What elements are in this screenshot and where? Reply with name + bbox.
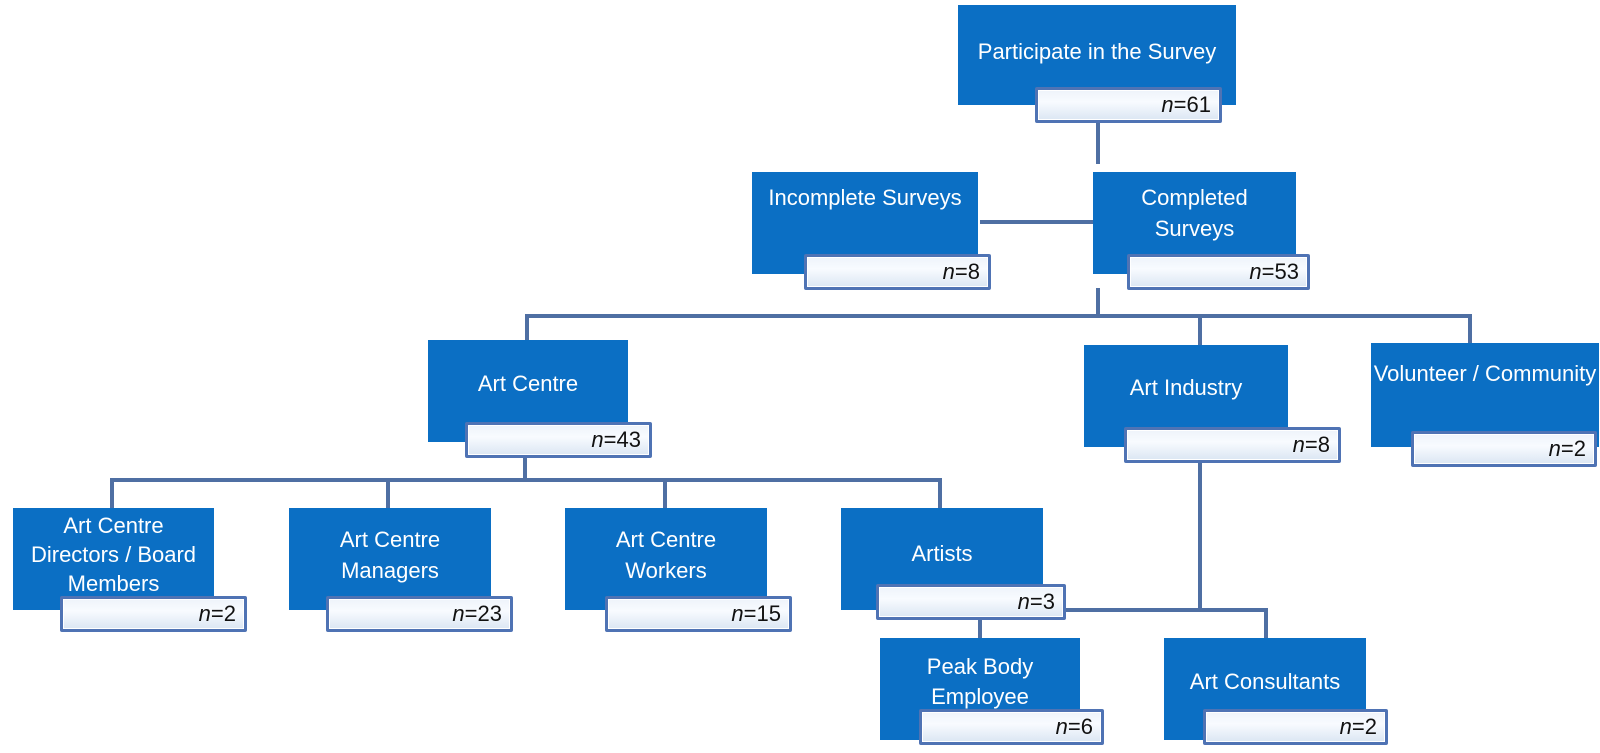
count-box: n=15 xyxy=(605,596,792,632)
count-box: n=2 xyxy=(1203,709,1388,745)
count-value: =8 xyxy=(1304,432,1330,457)
count-box: n=23 xyxy=(326,596,513,632)
node-participate-survey: Participate in the Survey n=61 xyxy=(958,5,1238,123)
node-artists: Artists n=3 xyxy=(841,508,1071,620)
node-volunteer-community: Volunteer / Community n=2 xyxy=(1371,343,1600,469)
node-art-consultants: Art Consultants n=2 xyxy=(1164,638,1390,750)
node-box: Volunteer / Community xyxy=(1371,343,1599,447)
count-value: =2 xyxy=(1560,436,1586,461)
node-label: Art Industry xyxy=(1129,375,1243,400)
node-label: Peak Body Employee xyxy=(926,654,1034,709)
node-incomplete-surveys: Incomplete Surveys n=8 xyxy=(752,172,992,292)
count-box: n=3 xyxy=(876,584,1066,620)
count-box: n=53 xyxy=(1127,254,1310,290)
node-label: Volunteer / Community xyxy=(1373,361,1597,386)
node-art-industry: Art Industry n=8 xyxy=(1084,345,1342,465)
count-box: n=43 xyxy=(465,422,652,458)
node-box: Art Centre Workers xyxy=(565,508,767,610)
count-value: =61 xyxy=(1173,92,1211,117)
node-completed-surveys: Completed Surveys n=53 xyxy=(1093,172,1311,292)
count-value: =3 xyxy=(1029,589,1055,614)
node-directors-board: Art Centre Directors / Board Members n=2 xyxy=(13,508,249,634)
count-prefix: n xyxy=(731,601,744,626)
count-value: =15 xyxy=(743,601,781,626)
node-art-centre-workers: Art Centre Workers n=15 xyxy=(565,508,795,634)
count-value: =8 xyxy=(954,259,980,284)
node-label: Incomplete Surveys xyxy=(768,185,962,210)
node-peak-body-employee: Peak Body Employee n=6 xyxy=(880,638,1106,750)
count-prefix: n xyxy=(1055,714,1068,739)
count-prefix: n xyxy=(1161,92,1174,117)
count-value: =53 xyxy=(1261,259,1299,284)
count-prefix: n xyxy=(1292,432,1305,457)
count-value: =23 xyxy=(464,601,502,626)
count-prefix: n xyxy=(591,427,604,452)
node-art-centre-managers: Art Centre Managers n=23 xyxy=(289,508,515,634)
count-box: n=2 xyxy=(1411,431,1597,467)
count-prefix: n xyxy=(198,601,211,626)
count-prefix: n xyxy=(1249,259,1262,284)
count-box: n=8 xyxy=(1124,427,1341,463)
node-label: Participate in the Survey xyxy=(977,39,1217,64)
node-box: Art Centre Directors / Board Members xyxy=(13,508,214,610)
count-prefix: n xyxy=(1548,436,1561,461)
node-box: Art Centre Managers xyxy=(289,508,491,610)
node-label: Art Centre Managers xyxy=(339,527,441,583)
node-art-centre: Art Centre n=43 xyxy=(428,340,654,460)
count-prefix: n xyxy=(942,259,955,284)
count-prefix: n xyxy=(452,601,465,626)
count-box: n=8 xyxy=(804,254,991,290)
count-prefix: n xyxy=(1339,714,1352,739)
node-label: Art Centre Directors / Board Members xyxy=(30,513,197,596)
count-value: =2 xyxy=(210,601,236,626)
node-label: Artists xyxy=(911,541,973,566)
count-value: =6 xyxy=(1067,714,1093,739)
count-prefix: n xyxy=(1017,589,1030,614)
node-label: Art Centre Workers xyxy=(615,527,717,583)
count-box: n=61 xyxy=(1035,87,1222,123)
node-label: Art Consultants xyxy=(1189,669,1341,694)
count-value: =2 xyxy=(1351,714,1377,739)
node-label: Art Centre xyxy=(477,371,579,396)
count-value: =43 xyxy=(603,427,641,452)
node-label: Completed Surveys xyxy=(1141,185,1248,241)
count-box: n=6 xyxy=(919,709,1104,745)
count-box: n=2 xyxy=(60,596,247,632)
